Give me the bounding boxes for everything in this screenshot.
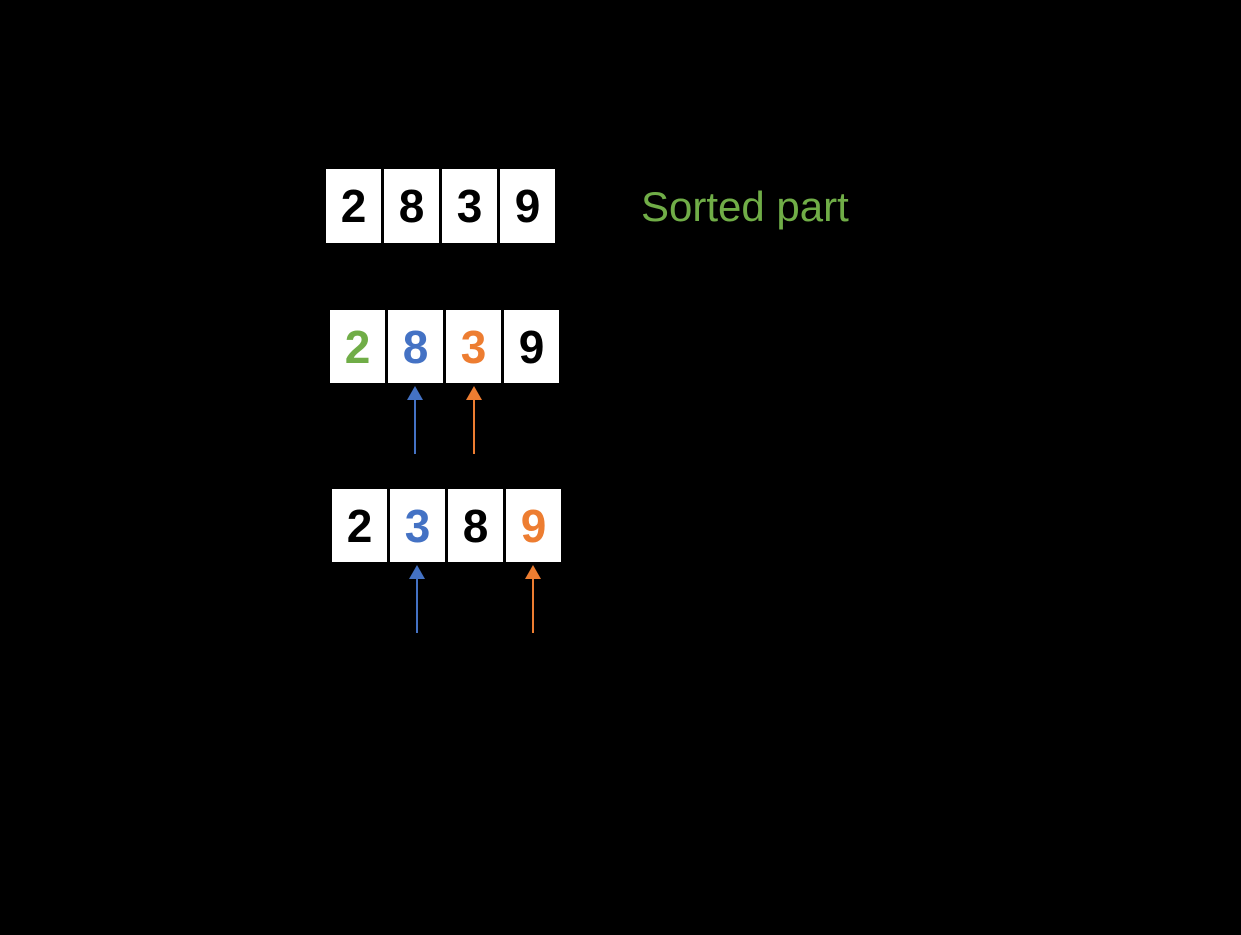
array-cell: 8 [388,310,443,383]
arrowhead [409,565,425,579]
up-arrow-icon [409,565,425,633]
arrowhead [466,386,482,400]
array-cell: 3 [442,169,497,243]
array-cell: 8 [448,489,503,562]
sorted-part-label: Sorted part [641,183,849,230]
arrowhead [525,565,541,579]
array-row-after-swap: 2 3 8 9 [332,489,561,562]
up-arrow-icon [525,565,541,633]
array-cell: 9 [500,169,555,243]
array-cell: 9 [506,489,561,562]
arrow-shaft [414,400,416,454]
array-row-initial: 2 8 3 9 [326,169,555,243]
array-cell: 8 [384,169,439,243]
array-cell: 2 [326,169,381,243]
array-cell: 2 [332,489,387,562]
up-arrow-icon [407,386,423,454]
up-arrow-icon [466,386,482,454]
array-cell: 2 [330,310,385,383]
array-cell: 3 [390,489,445,562]
array-cell: 3 [446,310,501,383]
arrow-shaft [532,579,534,633]
arrowhead [407,386,423,400]
arrow-shaft [473,400,475,454]
arrow-shaft [416,579,418,633]
array-row-comparison: 2 8 3 9 [330,310,559,383]
array-cell: 9 [504,310,559,383]
